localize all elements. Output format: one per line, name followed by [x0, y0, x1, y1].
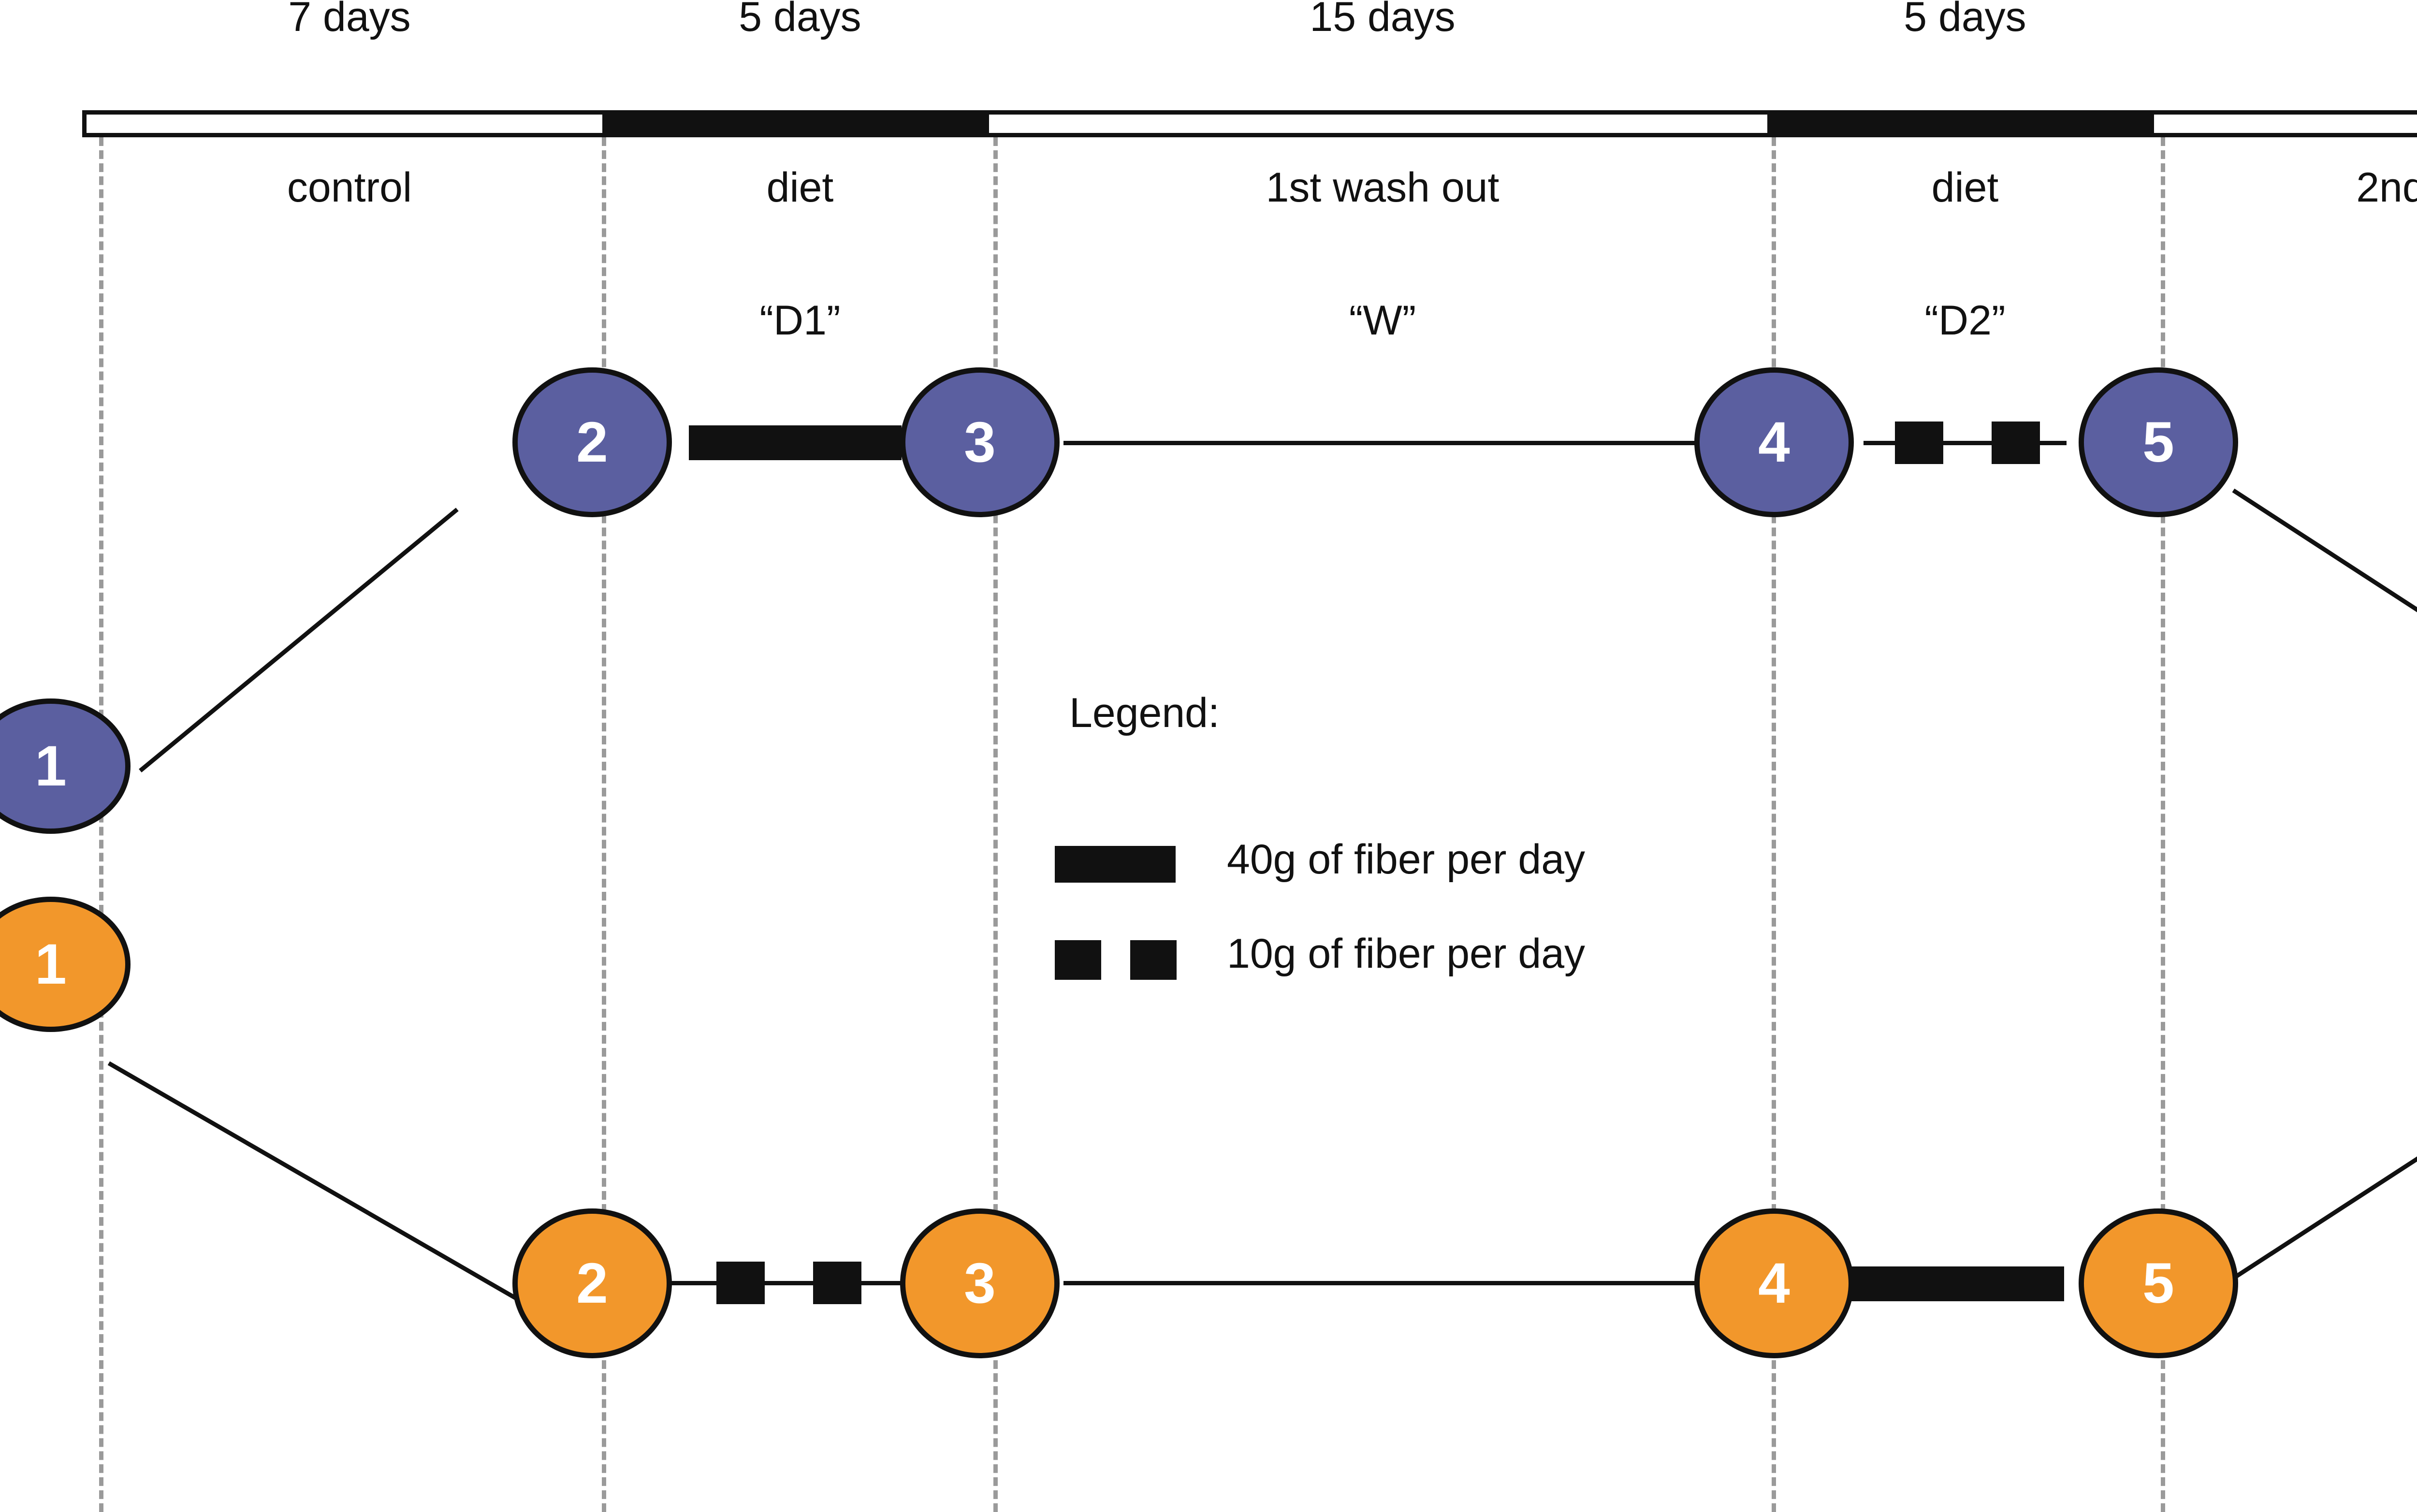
node-blue-visit-1[interactable]: 1	[0, 698, 131, 834]
phase-divider-2	[993, 137, 998, 1512]
phase-divider-1	[602, 137, 606, 1512]
duration-label-2: 5 days	[739, 0, 861, 40]
legend-swatch-40g-icon	[1055, 846, 1176, 883]
phase-label-washout-2: 2nd wash out	[2356, 164, 2417, 211]
edge-blue-4-5-10g-square-2	[1992, 422, 2040, 464]
duration-label-5: 7 days	[2335, 0, 2417, 38]
phase-label-control: control	[287, 164, 412, 211]
duration-label-1: 7 days	[288, 0, 411, 40]
node-orange-visit-2[interactable]: 2	[512, 1208, 672, 1358]
node-orange-visit-4[interactable]: 4	[1694, 1208, 1854, 1358]
edge-blue-1-2	[139, 508, 459, 772]
legend-label-40g: 40g of fiber per day	[1227, 836, 1586, 883]
phase-divider-0	[99, 137, 103, 1512]
edge-orange-2-3-10g-square-1	[716, 1262, 765, 1304]
edge-blue-2-3-40g	[689, 425, 902, 460]
timeline-bar	[82, 110, 2417, 137]
phase-divider-4	[2161, 137, 2165, 1512]
node-blue-visit-2[interactable]: 2	[512, 367, 672, 517]
interval-label-d1: “D1”	[759, 297, 841, 344]
edge-orange-5-6	[2232, 979, 2417, 1280]
legend-swatch-10g-icon-square-1	[1055, 940, 1101, 980]
edge-blue-4-5-10g-square-1	[1895, 422, 1943, 464]
phase-label-diet-1: diet	[766, 164, 834, 211]
node-orange-visit-3[interactable]: 3	[900, 1208, 1060, 1358]
node-blue-visit-3[interactable]: 3	[900, 367, 1060, 517]
timeline-segment-diet-2	[1767, 115, 2154, 133]
duration-label-4: 5 days	[1904, 0, 2026, 40]
edge-blue-3-4-washout	[1063, 441, 1702, 445]
edge-orange-4-5-40g	[1851, 1266, 2064, 1301]
timeline-segment-diet-1	[602, 115, 989, 133]
edge-orange-1-2	[107, 1061, 554, 1322]
node-blue-visit-4[interactable]: 4	[1694, 367, 1854, 517]
node-blue-visit-5[interactable]: 5	[2079, 367, 2238, 517]
node-orange-visit-1[interactable]: 1	[0, 897, 131, 1032]
phase-label-washout-1: 1st wash out	[1266, 164, 1500, 211]
interval-label-w: “W”	[1349, 297, 1416, 344]
legend-swatch-10g-icon-square-2	[1130, 940, 1177, 980]
edge-orange-2-3-baseline	[662, 1281, 909, 1285]
edge-blue-4-5-baseline	[1864, 441, 2067, 445]
legend-label-10g: 10g of fiber per day	[1227, 930, 1586, 977]
legend-title: Legend:	[1069, 690, 1220, 736]
interval-label-d2: “D2”	[1924, 297, 2006, 344]
phase-label-diet-2: diet	[1931, 164, 1999, 211]
edge-orange-2-3-10g-square-2	[813, 1262, 861, 1304]
phase-divider-3	[1772, 137, 1776, 1512]
edge-blue-5-6	[2232, 488, 2417, 790]
node-orange-visit-5[interactable]: 5	[2079, 1208, 2238, 1358]
duration-label-3: 15 days	[1310, 0, 1456, 40]
edge-orange-3-4-washout	[1063, 1281, 1702, 1285]
